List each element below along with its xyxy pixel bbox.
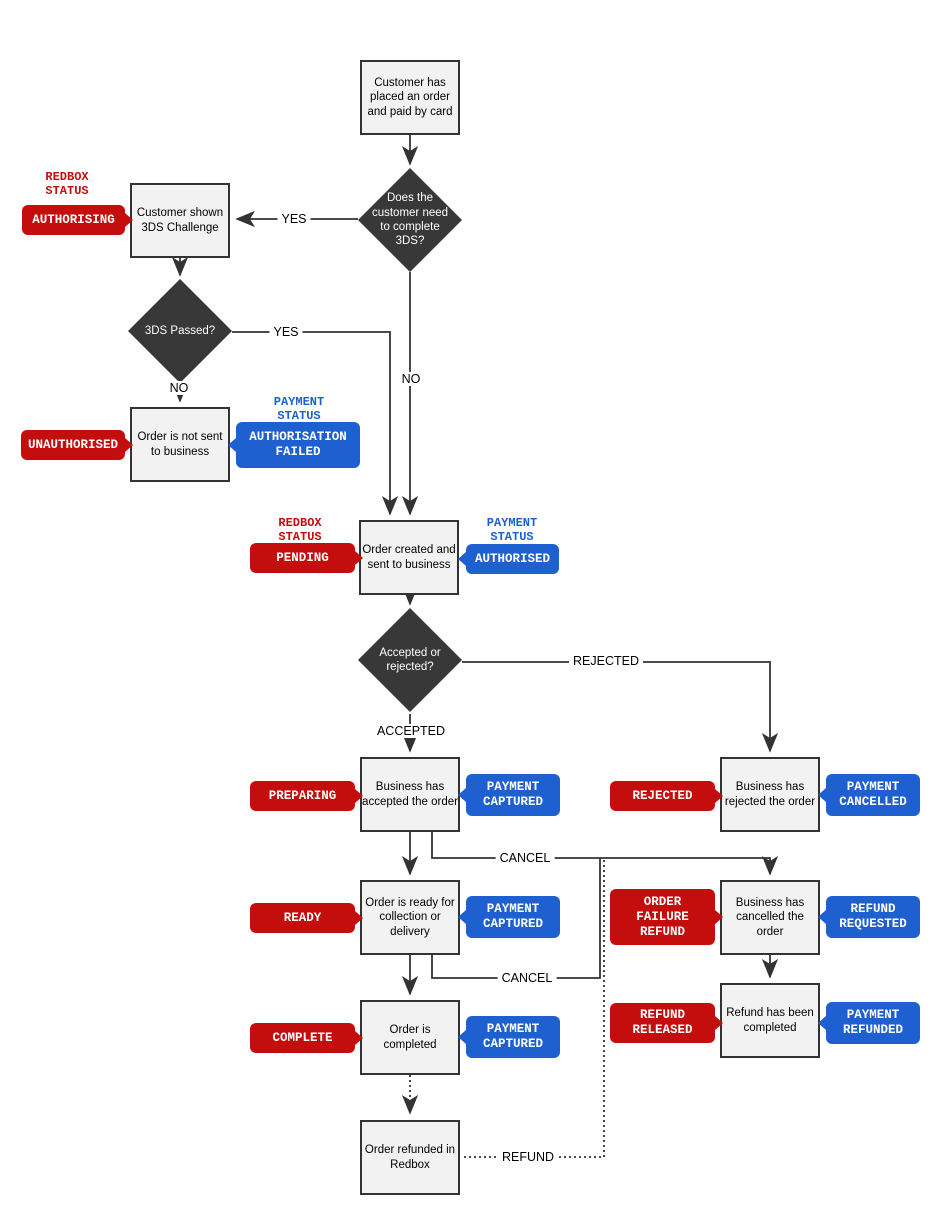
- badge-label: REFUND REQUESTED: [839, 902, 907, 931]
- status-heading-payment: PAYMENT STATUS: [273, 395, 325, 423]
- status-heading-payment: PAYMENT STATUS: [486, 516, 538, 544]
- node-shown-3ds: Customer shown 3DS Challenge: [130, 183, 230, 258]
- edge-label-refund: REFUND: [497, 1150, 559, 1164]
- badge-preparing: PREPARING: [250, 781, 355, 811]
- badge-label: ORDER FAILURE REFUND: [636, 894, 689, 939]
- node-label: Refund has been completed: [726, 1007, 814, 1034]
- badge-refund-requested: REFUND REQUESTED: [826, 896, 920, 938]
- badge-order-failure-refund: ORDER FAILURE REFUND: [610, 889, 715, 945]
- node-ready-order: Order is ready for collection or deliver…: [360, 880, 460, 955]
- badge-label: AUTHORISATION FAILED: [249, 430, 347, 459]
- edge-label-no: NO: [397, 372, 425, 386]
- badge-payment-refunded: PAYMENT REFUNDED: [826, 1002, 920, 1044]
- badge-ready: READY: [250, 903, 355, 933]
- badge-payment-cancelled: PAYMENT CANCELLED: [826, 774, 920, 816]
- badge-label: PAYMENT CAPTURED: [482, 780, 543, 809]
- node-label: Order is ready for collection or deliver…: [365, 896, 455, 938]
- node-placed-order: Customer has placed an order and paid by…: [360, 60, 460, 135]
- edge-label-rejected: REJECTED: [569, 654, 643, 668]
- node-label: Business has cancelled the order: [735, 896, 805, 938]
- edge-label-yes: YES: [277, 212, 311, 226]
- badge-payment-captured: PAYMENT CAPTURED: [466, 896, 560, 938]
- node-label: Business has accepted the order: [362, 781, 458, 808]
- badge-label: PAYMENT CAPTURED: [482, 1022, 543, 1051]
- node-label: Customer has placed an order and paid by…: [367, 76, 453, 118]
- node-label: Order is completed: [383, 1024, 437, 1051]
- edge-label-cancel: CANCEL: [495, 851, 555, 865]
- node-label: Order created and sent to business: [362, 544, 456, 571]
- status-heading-redbox: REDBOX STATUS: [278, 516, 322, 544]
- badge-label: PAYMENT CAPTURED: [482, 902, 543, 931]
- node-label: Business has rejected the order: [724, 781, 816, 808]
- edge-label-yes: YES: [269, 325, 303, 339]
- decision-label: 3DS Passed?: [144, 324, 216, 337]
- badge-unauthorised: UNAUTHORISED: [21, 430, 125, 460]
- status-heading-redbox: REDBOX STATUS: [45, 170, 89, 198]
- badge-label: PAYMENT CANCELLED: [839, 780, 907, 809]
- node-accepted-order: Business has accepted the order: [360, 757, 460, 832]
- badge-refund-released: REFUND RELEASED: [610, 1003, 715, 1043]
- edge-rejected-to-rejectedbox: [462, 661, 779, 753]
- badge-label: PAYMENT REFUNDED: [842, 1008, 903, 1037]
- edge-cancel-from-accepted: [431, 832, 779, 876]
- node-rejected-order: Business has rejected the order: [720, 757, 820, 832]
- badge-authorising: AUTHORISING: [22, 205, 125, 235]
- badge-pending: PENDING: [250, 543, 355, 573]
- decision-label: Does the customer need to complete 3DS?: [371, 192, 449, 248]
- badge-payment-captured: PAYMENT CAPTURED: [466, 1016, 560, 1058]
- node-label: Customer shown 3DS Challenge: [136, 207, 224, 234]
- node-label: Order refunded in Redbox: [364, 1144, 456, 1171]
- node-not-sent: Order is not sent to business: [130, 407, 230, 482]
- node-order-created: Order created and sent to business: [359, 520, 459, 595]
- badge-complete: COMPLETE: [250, 1023, 355, 1053]
- badge-authorisation-failed: AUTHORISATION FAILED: [236, 422, 360, 468]
- edge-label-no: NO: [165, 381, 193, 395]
- badge-rejected: REJECTED: [610, 781, 715, 811]
- node-completed-order: Order is completed: [360, 1000, 460, 1075]
- decision-label: Accepted or rejected?: [379, 646, 441, 673]
- badge-payment-captured: PAYMENT CAPTURED: [466, 774, 560, 816]
- node-refund-completed: Refund has been completed: [720, 983, 820, 1058]
- badge-authorised: AUTHORISED: [466, 544, 559, 574]
- node-refunded-redbox: Order refunded in Redbox: [360, 1120, 460, 1195]
- node-cancelled-order: Business has cancelled the order: [720, 880, 820, 955]
- node-label: Order is not sent to business: [137, 431, 223, 458]
- edge-label-cancel: CANCEL: [497, 971, 557, 985]
- edge-label-accepted: ACCEPTED: [372, 724, 450, 738]
- badge-label: REFUND RELEASED: [632, 1008, 693, 1037]
